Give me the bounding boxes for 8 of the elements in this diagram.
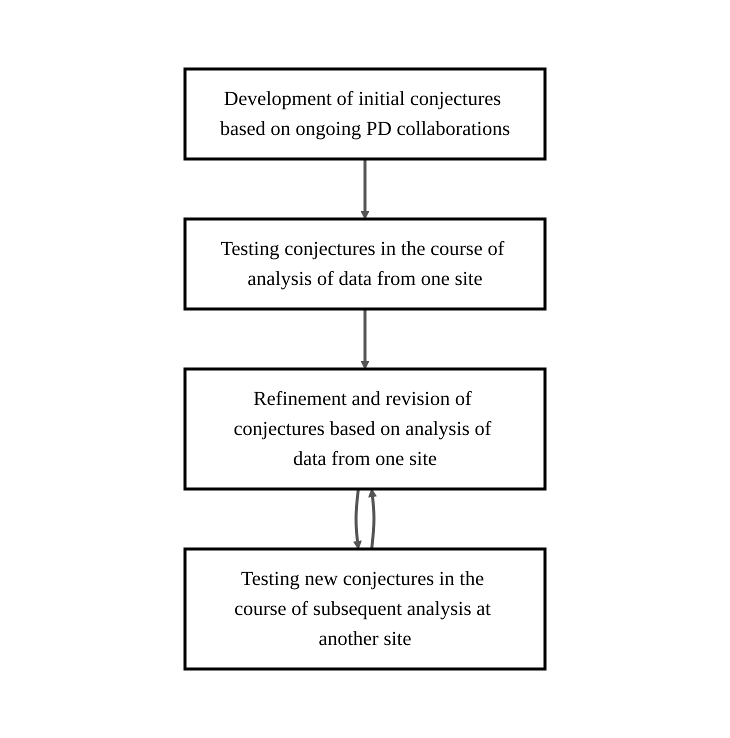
node-box: Testing conjectures in the course of analysis of data from one site xyxy=(184,218,546,310)
arrow xyxy=(360,309,370,370)
node-box: Testing new conjectures in the course of subsequent analysis at another site xyxy=(184,548,546,670)
arrow xyxy=(360,159,370,220)
node-box: Development of initial conjectures based on ongoing PD collaborations xyxy=(184,68,546,160)
arrow xyxy=(368,488,377,550)
node-box: Refinement and revision of conjectures based on analysis of data from one site xyxy=(184,368,546,490)
arrow xyxy=(353,488,362,550)
